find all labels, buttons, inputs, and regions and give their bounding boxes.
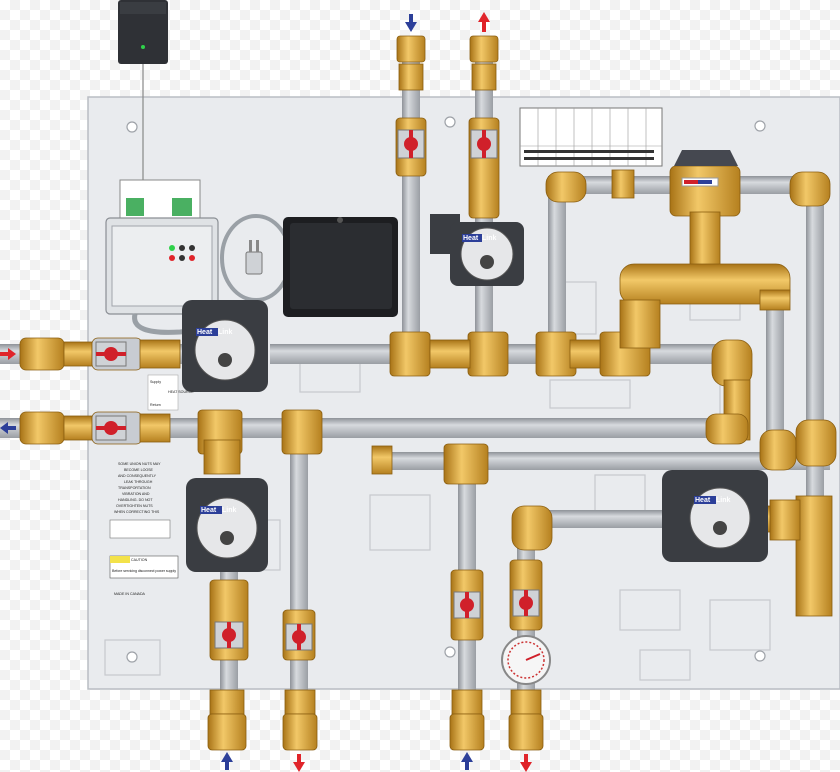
ball-valve[interactable]	[453, 591, 481, 619]
ball-valve[interactable]	[470, 129, 498, 159]
heat-source-labels: Supply HEAT SOURCE Return	[147, 374, 194, 411]
pump-return-left: Heat Link	[186, 478, 268, 572]
caution-label: CAUTION	[131, 558, 148, 562]
heat-source-label: HEAT SOURCE	[168, 390, 194, 394]
ball-valve[interactable]	[95, 341, 127, 367]
terminal-label	[519, 107, 663, 167]
ball-valves	[95, 129, 540, 651]
note-line: OVERTIGHTEN NUTS	[116, 504, 153, 508]
ball-valve[interactable]	[214, 621, 244, 649]
mounting-holes	[126, 116, 766, 663]
circulator-pumps: Heat Link Heat Link Heat Link Heat Link	[182, 214, 768, 572]
note-line: LEAK THROUGH	[124, 480, 153, 484]
note-line: AND CONSEQUENTLY	[118, 474, 157, 478]
ball-valve[interactable]	[512, 589, 540, 617]
arrow-down-red	[293, 754, 305, 772]
supply-label: Supply	[150, 380, 161, 384]
pump-brand: Heat	[463, 235, 479, 242]
pump-top: Heat Link	[430, 214, 524, 286]
note-line: WHEN CORRECTING THIS	[114, 510, 160, 514]
pump-brand-suffix: Link	[222, 507, 236, 514]
note-line: BECOME LOOSE	[124, 468, 154, 472]
arrow-out-blue	[0, 422, 16, 434]
arrow-up-blue	[221, 752, 233, 770]
ball-valve[interactable]	[397, 129, 425, 159]
arrow-down-blue	[405, 14, 417, 32]
made-in-label: MADE IN CANADA	[114, 592, 146, 596]
ball-valve[interactable]	[285, 623, 313, 651]
arrow-in-red	[0, 348, 16, 360]
arrow-down-red	[520, 754, 532, 772]
disconnect-label: Before servicing disconnect power supply	[112, 569, 176, 573]
pump-brand-suffix: Link	[482, 235, 496, 242]
note-line: VIBRATION AND	[122, 492, 150, 496]
note-line: HANDLING. DO NOT	[118, 498, 153, 502]
temperature-gauge-icon	[501, 635, 551, 685]
pump-brand: Heat	[695, 497, 711, 504]
arrow-up-blue	[461, 752, 473, 770]
wall-controller	[118, 0, 168, 180]
brass-fittings	[19, 35, 837, 751]
pump-brand: Heat	[197, 329, 213, 336]
pump-supply: Heat Link	[182, 300, 268, 392]
pump-brand-suffix: Link	[716, 497, 730, 504]
ball-valve[interactable]	[95, 415, 127, 441]
pump-brand: Heat	[201, 507, 217, 514]
relay-box	[283, 217, 398, 317]
notes-panel: SOME UNION NUTS MAY BECOME LOOSE AND CON…	[109, 462, 179, 596]
pump-return-right: Heat Link	[662, 470, 768, 562]
mixing-valve	[674, 150, 738, 187]
note-line: TRANSPORTATION	[118, 486, 151, 490]
note-line: SOME UNION NUTS MAY	[118, 462, 161, 466]
pump-brand-suffix: Link	[218, 329, 232, 336]
return-label: Return	[150, 403, 161, 407]
arrow-up-red	[478, 12, 490, 32]
control-box	[105, 179, 219, 335]
flow-arrows	[0, 12, 532, 772]
